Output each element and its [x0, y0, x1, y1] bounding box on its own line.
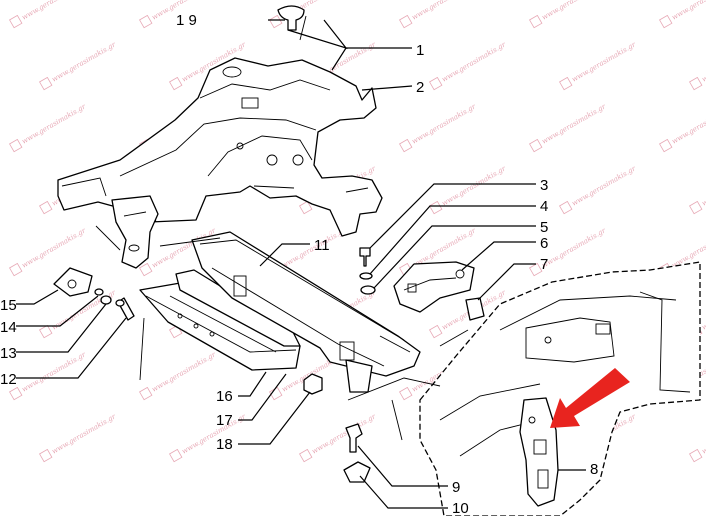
- svg-text:www.gerasimakis.gr: www.gerasimakis.gr: [410, 102, 477, 145]
- watermark-stamp: www.gerasimakis.gr: [399, 0, 478, 29]
- rails-16-17: [139, 269, 301, 371]
- watermark-stamp: www.gerasimakis.gr: [9, 102, 88, 153]
- callout-17: 17: [216, 412, 233, 429]
- callout-16: 16: [216, 388, 233, 405]
- svg-text:www.gerasimakis.gr: www.gerasimakis.gr: [670, 0, 706, 22]
- svg-text:www.gerasimakis.gr: www.gerasimakis.gr: [700, 412, 706, 455]
- left-bracket: [111, 195, 159, 269]
- watermark-stamp: www.gerasimakis.gr: [429, 40, 508, 91]
- watermark-stamp: www.gerasimakis.gr: [689, 164, 706, 215]
- clip-19: [277, 5, 305, 31]
- svg-text:www.gerasimakis.gr: www.gerasimakis.gr: [440, 164, 507, 207]
- callout-19: 1 9: [176, 12, 197, 29]
- svg-text:www.gerasimakis.gr: www.gerasimakis.gr: [410, 0, 477, 22]
- svg-text:www.gerasimakis.gr: www.gerasimakis.gr: [20, 226, 87, 269]
- clip-10: [343, 461, 371, 483]
- watermark-stamp: www.gerasimakis.gr: [169, 412, 248, 463]
- callout-14: 14: [0, 319, 17, 336]
- watermark-stamp: www.gerasimakis.gr: [399, 102, 478, 153]
- watermark-stamp: www.gerasimakis.gr: [299, 412, 378, 463]
- crossmember-11: [191, 231, 421, 393]
- watermark-stamp: www.gerasimakis.gr: [139, 350, 218, 401]
- watermark-stamp: www.gerasimakis.gr: [529, 102, 608, 153]
- leader-lines: [16, 15, 586, 509]
- callout-11: 11: [314, 237, 330, 254]
- pointer-arrow: [550, 368, 630, 428]
- callout-13: 13: [0, 345, 17, 362]
- svg-text:www.gerasimakis.gr: www.gerasimakis.gr: [570, 164, 637, 207]
- callout-9: 9: [452, 479, 460, 496]
- bracket-6: [393, 261, 475, 313]
- watermark-stamp: www.gerasimakis.gr: [659, 0, 706, 29]
- svg-text:www.gerasimakis.gr: www.gerasimakis.gr: [50, 40, 117, 83]
- svg-text:www.gerasimakis.gr: www.gerasimakis.gr: [670, 102, 706, 145]
- svg-text:www.gerasimakis.gr: www.gerasimakis.gr: [540, 0, 607, 22]
- watermark-stamp: www.gerasimakis.gr: [39, 40, 118, 91]
- bolt-stack: [359, 247, 376, 295]
- callout-12: 12: [0, 371, 17, 388]
- svg-text:www.gerasimakis.gr: www.gerasimakis.gr: [440, 40, 507, 83]
- callout-10: 10: [452, 500, 469, 516]
- clip-7: [465, 297, 485, 321]
- callout-15: 15: [0, 297, 17, 314]
- callout-18: 18: [216, 436, 233, 453]
- watermark-stamp: www.gerasimakis.gr: [559, 164, 638, 215]
- svg-text:www.gerasimakis.gr: www.gerasimakis.gr: [570, 40, 637, 83]
- svg-text:www.gerasimakis.gr: www.gerasimakis.gr: [150, 350, 217, 393]
- nut-18: [303, 373, 323, 395]
- bolt-9: [345, 423, 363, 453]
- svg-text:www.gerasimakis.gr: www.gerasimakis.gr: [540, 226, 607, 269]
- callout-7: 7: [540, 256, 548, 273]
- svg-text:www.gerasimakis.gr: www.gerasimakis.gr: [700, 288, 706, 331]
- watermark-stamp: www.gerasimakis.gr: [9, 0, 88, 29]
- watermark-stamp: www.gerasimakis.gr: [689, 412, 706, 463]
- small-parts-left: [53, 267, 135, 321]
- watermark-stamp: www.gerasimakis.gr: [659, 102, 706, 153]
- watermark-stamp: www.gerasimakis.gr: [39, 288, 118, 339]
- bracket-8: [519, 397, 559, 507]
- callout-6: 6: [540, 235, 548, 252]
- callout-2: 2: [416, 79, 424, 96]
- svg-text:www.gerasimakis.gr: www.gerasimakis.gr: [310, 412, 377, 455]
- watermark-stamp: www.gerasimakis.gr: [9, 226, 88, 277]
- watermark-stamp: www.gerasimakis.gr: [559, 40, 638, 91]
- callout-4: 4: [540, 198, 548, 215]
- callout-1: 1: [416, 42, 424, 59]
- svg-text:www.gerasimakis.gr: www.gerasimakis.gr: [540, 102, 607, 145]
- watermark-stamp: www.gerasimakis.gr: [689, 40, 706, 91]
- watermark-stamp: www.gerasimakis.gr: [9, 350, 88, 401]
- callout-5: 5: [540, 219, 548, 236]
- svg-text:www.gerasimakis.gr: www.gerasimakis.gr: [20, 0, 87, 22]
- body-panel: [419, 261, 701, 516]
- callout-8: 8: [590, 461, 598, 478]
- svg-text:www.gerasimakis.gr: www.gerasimakis.gr: [700, 40, 706, 83]
- callout-labels: 1 2 3 4 5 6 7 8 9 10 11 12 13 14 15 16 1…: [0, 12, 598, 516]
- svg-text:www.gerasimakis.gr: www.gerasimakis.gr: [20, 102, 87, 145]
- svg-text:www.gerasimakis.gr: www.gerasimakis.gr: [20, 350, 87, 393]
- front-frame: [57, 57, 383, 247]
- watermark-stamp: www.gerasimakis.gr: [529, 0, 608, 29]
- svg-text:www.gerasimakis.gr: www.gerasimakis.gr: [180, 412, 247, 455]
- svg-text:www.gerasimakis.gr: www.gerasimakis.gr: [670, 226, 706, 269]
- svg-text:www.gerasimakis.gr: www.gerasimakis.gr: [700, 164, 706, 207]
- svg-text:www.gerasimakis.gr: www.gerasimakis.gr: [50, 412, 117, 455]
- callout-3: 3: [540, 177, 548, 194]
- watermark-stamp: www.gerasimakis.gr: [39, 412, 118, 463]
